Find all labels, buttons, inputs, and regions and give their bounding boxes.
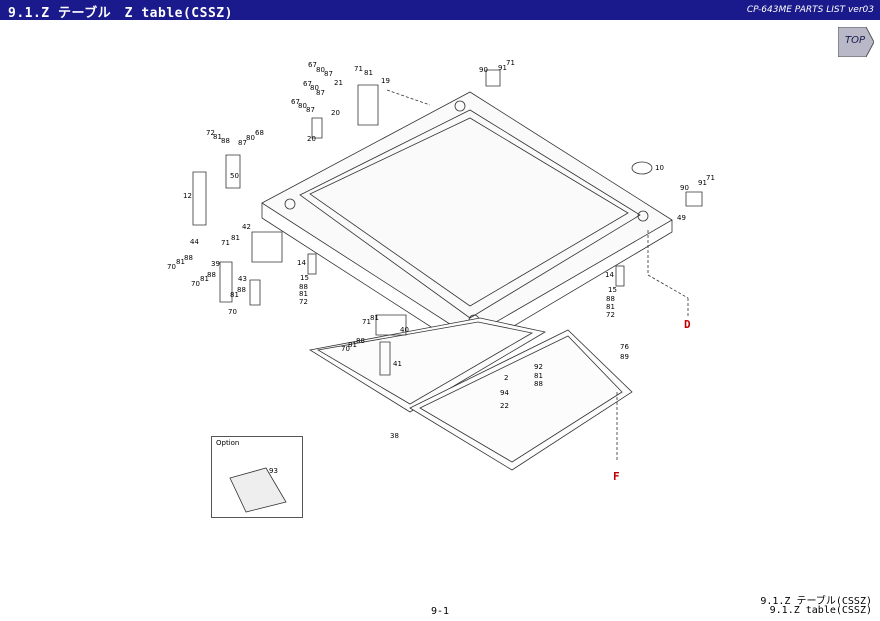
callout: 87 bbox=[316, 89, 325, 97]
callout: 90 bbox=[479, 66, 488, 74]
callout: 70 bbox=[191, 280, 200, 288]
callout: 81 bbox=[534, 372, 543, 380]
callout: 72 bbox=[606, 311, 615, 319]
callout: 67 bbox=[291, 98, 300, 106]
callout: 21 bbox=[334, 79, 343, 87]
callout: 91 bbox=[698, 179, 707, 187]
callout: 81 bbox=[370, 314, 379, 322]
top-nav-button[interactable] bbox=[838, 27, 874, 57]
callout: 81 bbox=[176, 258, 185, 266]
callout: 81 bbox=[230, 291, 239, 299]
callout: 87 bbox=[306, 106, 315, 114]
callout: 20 bbox=[307, 135, 316, 143]
callout: 80 bbox=[310, 84, 319, 92]
top-arrow-icon bbox=[838, 27, 874, 57]
callout: 81 bbox=[606, 303, 615, 311]
callout: 87 bbox=[324, 70, 333, 78]
callout: 89 bbox=[620, 353, 629, 361]
callout: 92 bbox=[534, 363, 543, 371]
footer-title-en: 9.1.Z table(CSSZ) bbox=[769, 605, 872, 616]
callout: 71 bbox=[506, 59, 515, 67]
callout: 88 bbox=[356, 337, 365, 345]
callout: 15 bbox=[300, 274, 309, 282]
callout: 49 bbox=[677, 214, 686, 222]
callout: 81 bbox=[200, 275, 209, 283]
callout: 20 bbox=[331, 109, 340, 117]
callout: 81 bbox=[213, 133, 222, 141]
callout: 71 bbox=[354, 65, 363, 73]
option-box bbox=[211, 436, 303, 518]
callout: 19 bbox=[381, 77, 390, 85]
callout: 90 bbox=[680, 184, 689, 192]
table-frame bbox=[192, 69, 703, 513]
callout: 81 bbox=[348, 341, 357, 349]
callout: 14 bbox=[605, 271, 614, 279]
callout: 72 bbox=[299, 298, 308, 306]
callout: 88 bbox=[534, 380, 543, 388]
callout: 88 bbox=[221, 137, 230, 145]
callout: 80 bbox=[246, 134, 255, 142]
callout: 88 bbox=[237, 286, 246, 294]
callout: 71 bbox=[362, 318, 371, 326]
footer-title-jp: 9.1.Z テーブル(CSSZ) bbox=[760, 596, 872, 607]
header-bar: 9.1.Z テーブル Z table(CSSZ) CP-643ME PARTS … bbox=[0, 0, 880, 21]
callout: 76 bbox=[620, 343, 629, 351]
callout: 81 bbox=[364, 69, 373, 77]
callout: 70 bbox=[228, 308, 237, 316]
top-nav-label[interactable]: TOP bbox=[845, 35, 866, 46]
callout: 94 bbox=[500, 389, 509, 397]
callout: 70 bbox=[167, 263, 176, 271]
callout: 44 bbox=[190, 238, 199, 246]
part-callouts: 67 80 87 71 81 21 19 67 80 87 67 80 87 2… bbox=[167, 59, 715, 475]
section-title: 9.1.Z テーブル Z table(CSSZ) bbox=[8, 6, 233, 21]
callout: 71 bbox=[706, 174, 715, 182]
callout: 2 bbox=[504, 374, 508, 382]
callout: 14 bbox=[297, 259, 306, 267]
callout: 88 bbox=[207, 271, 216, 279]
callout: 43 bbox=[238, 275, 247, 283]
callout: 68 bbox=[255, 129, 264, 137]
callout: 87 bbox=[238, 139, 247, 147]
callout: 39 bbox=[211, 260, 220, 268]
callout: 50 bbox=[230, 172, 239, 180]
callout: 22 bbox=[500, 402, 509, 410]
callout: 72 bbox=[206, 129, 215, 137]
callout: 67 bbox=[308, 61, 317, 69]
callout: 12 bbox=[183, 192, 192, 200]
callout: 41 bbox=[393, 360, 402, 368]
page-number: 9-1 bbox=[431, 606, 450, 617]
callout: 38 bbox=[390, 432, 399, 440]
callout: 88 bbox=[606, 295, 615, 303]
callout: 88 bbox=[184, 254, 193, 262]
callout: 67 bbox=[303, 80, 312, 88]
callout: 10 bbox=[655, 164, 664, 172]
callout: 15 bbox=[608, 286, 617, 294]
callout: 42 bbox=[242, 223, 251, 231]
ref-label-d: D bbox=[684, 318, 691, 331]
callout: 40 bbox=[400, 326, 409, 334]
ref-label-f: F bbox=[613, 470, 620, 483]
callout: 81 bbox=[299, 290, 308, 298]
option-label: Option bbox=[216, 439, 240, 447]
document-title: CP-643ME PARTS LIST ver03 bbox=[746, 5, 874, 15]
callout: 88 bbox=[299, 283, 308, 291]
callout: 80 bbox=[298, 102, 307, 110]
callout: 70 bbox=[341, 345, 350, 353]
callout: 81 bbox=[231, 234, 240, 242]
callout: 93 bbox=[269, 467, 278, 475]
callout: 91 bbox=[498, 64, 507, 72]
callout: 80 bbox=[316, 66, 325, 74]
callout: 71 bbox=[221, 239, 230, 247]
